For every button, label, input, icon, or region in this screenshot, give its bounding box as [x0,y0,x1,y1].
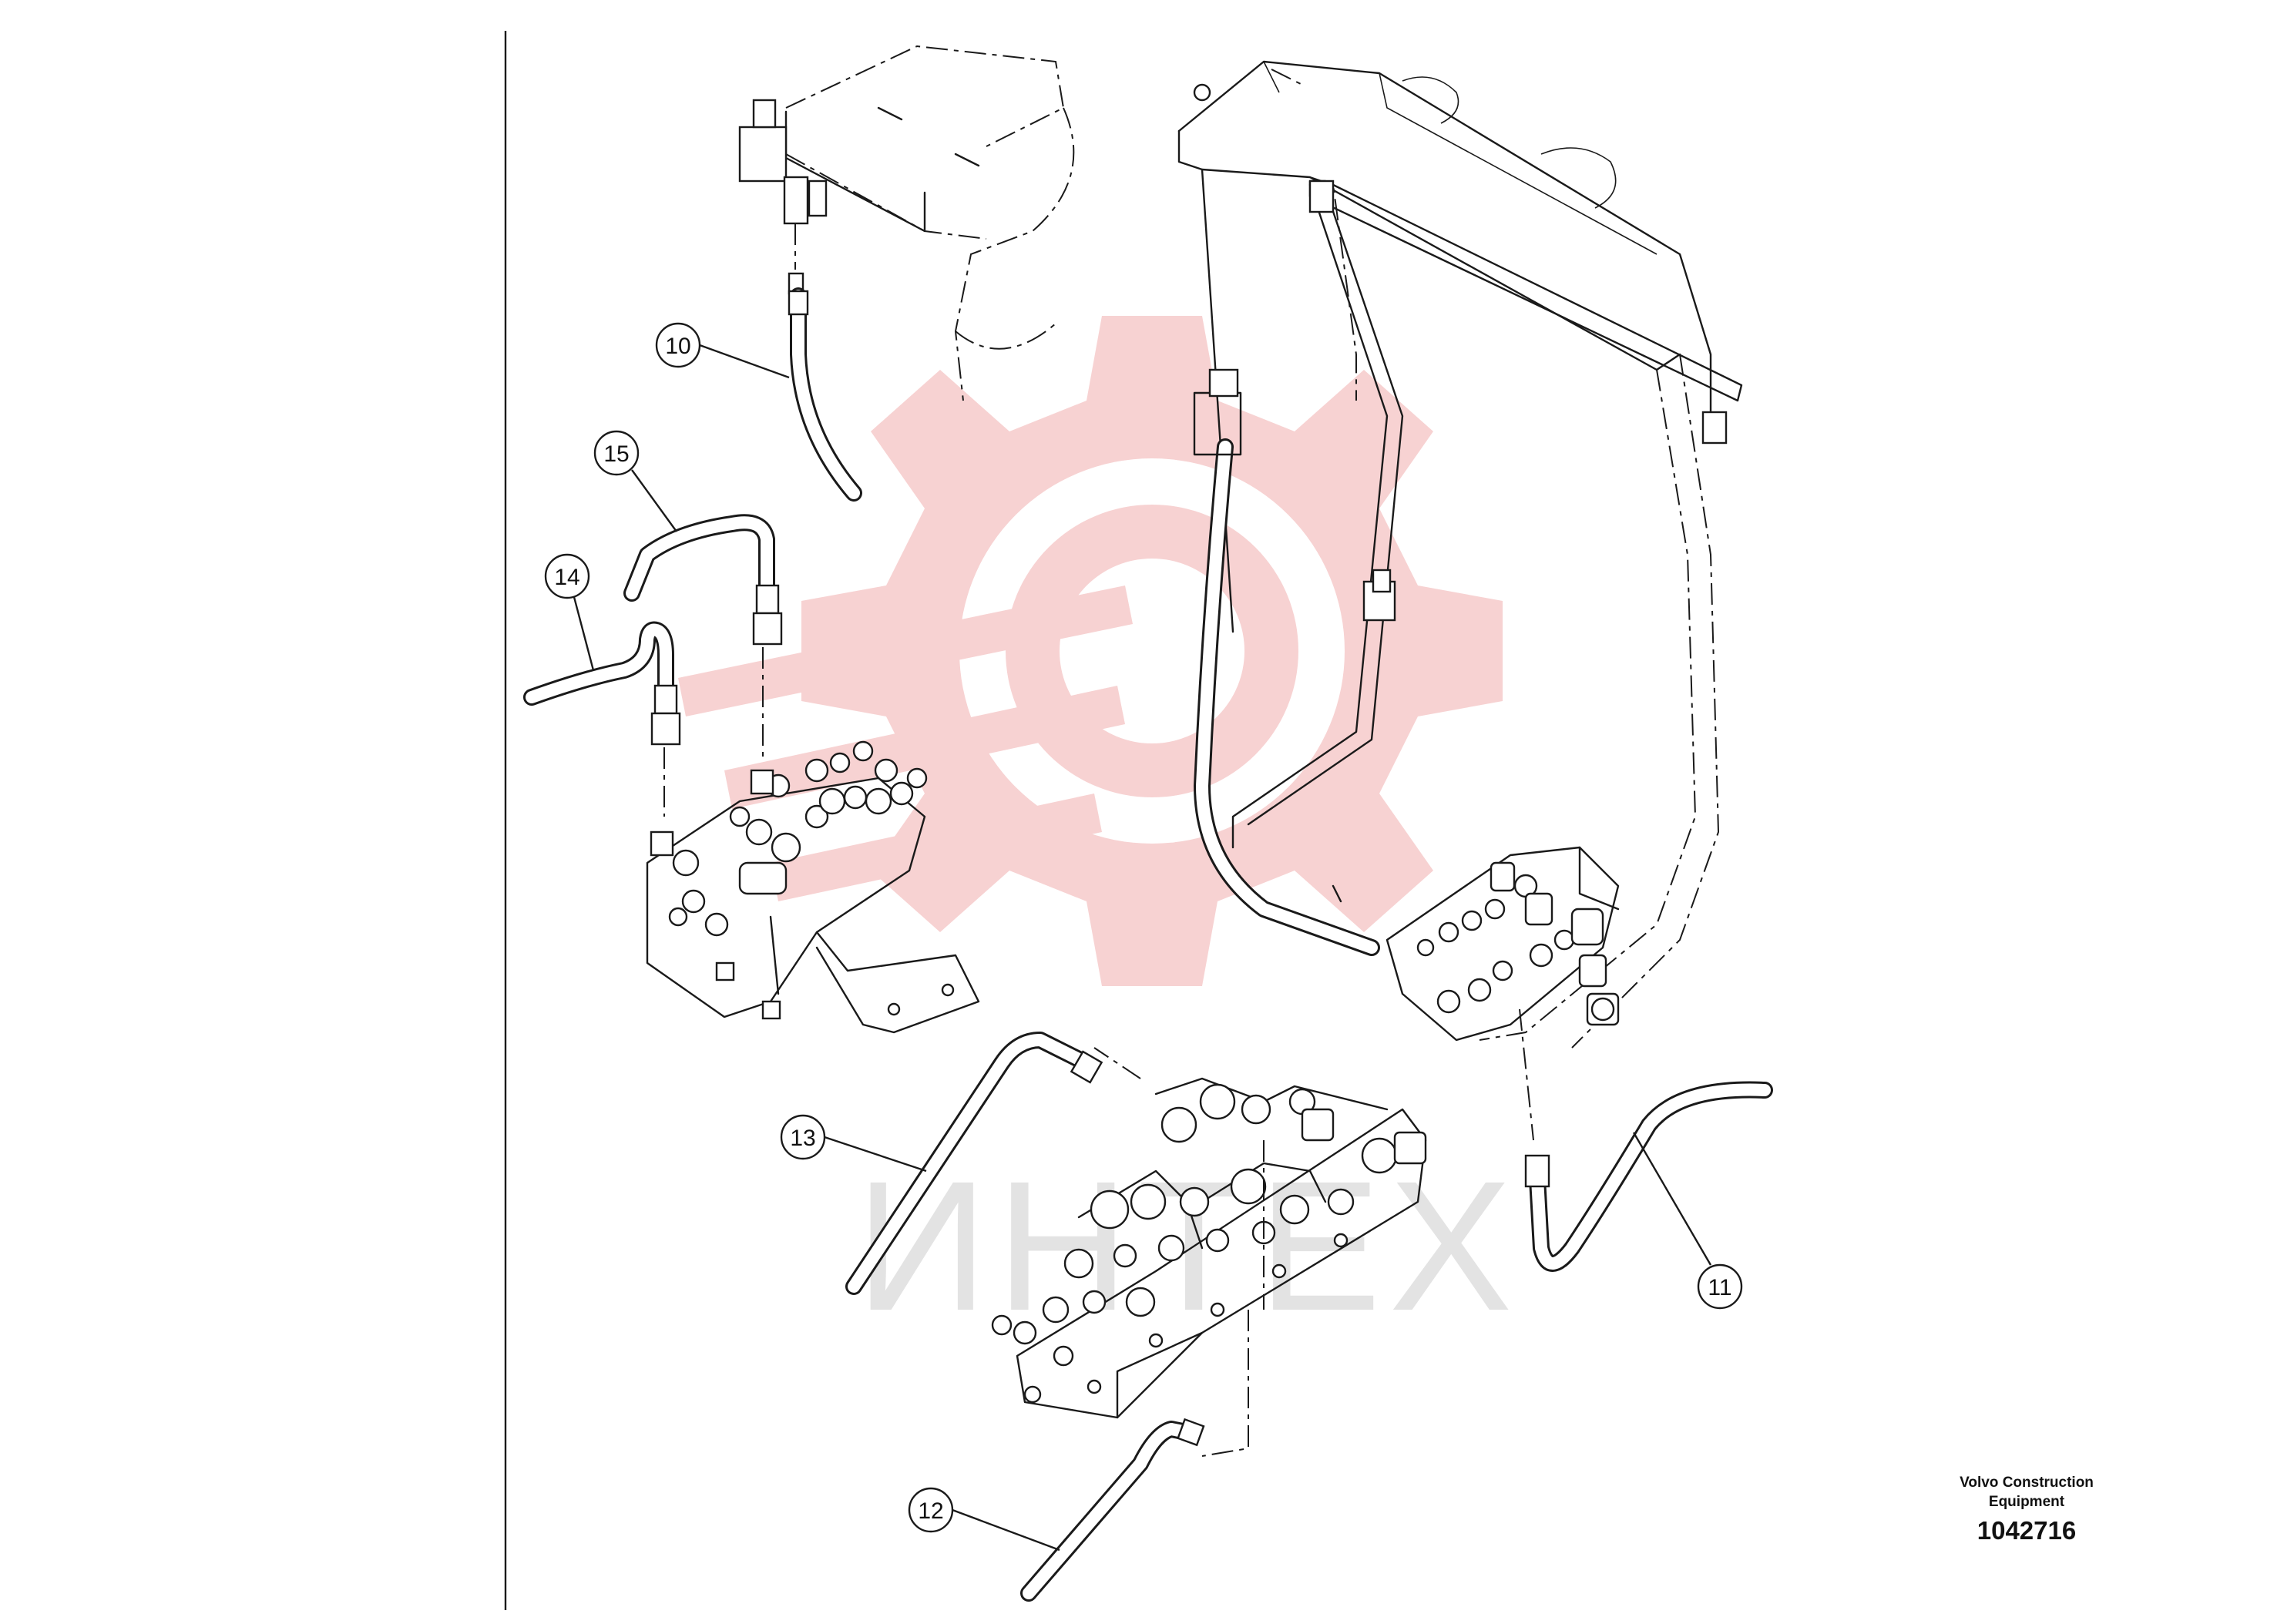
hose-10 [788,287,862,502]
svg-text:12: 12 [918,1498,943,1524]
brand-label: Volvo Construction Equipment [1911,1473,2142,1512]
manifold-fittings [650,740,928,937]
svg-text:13: 13 [790,1126,815,1151]
watermark-logo [678,316,1503,986]
hose-14 [523,621,681,817]
document-number: 1042716 [1977,1516,2077,1545]
callout-13: 13 [780,1114,927,1173]
hose-13 [845,1032,1103,1295]
brand-line-2: Equipment [1988,1494,2065,1510]
callout-14: 14 [544,553,595,671]
svg-text:10: 10 [665,334,690,359]
upper-bracket-assembly [738,45,1075,401]
svg-text:14: 14 [554,565,579,590]
svg-text:15: 15 [603,441,629,467]
tank-return-hose [1193,368,1380,956]
hose-12 [1020,1418,1205,1602]
main-valve-bank [991,1047,1427,1457]
hose-15 [623,514,783,763]
hose-11 [1524,1081,1773,1272]
tank-frame [1177,60,1743,1049]
tank-valve-block [1385,846,1620,1141]
callout-10: 10 [655,322,790,379]
callout-15: 15 [593,430,677,532]
left-valve-manifold [646,740,980,1034]
watermark-text: ИНТЕХ [855,1143,1520,1349]
callout-12: 12 [908,1487,1060,1552]
valve-bank-fittings [991,1083,1427,1404]
brand-line-1: Volvo Construction [1960,1475,2094,1491]
svg-text:11: 11 [1708,1275,1731,1300]
callout-11: 11 [1632,1132,1743,1310]
